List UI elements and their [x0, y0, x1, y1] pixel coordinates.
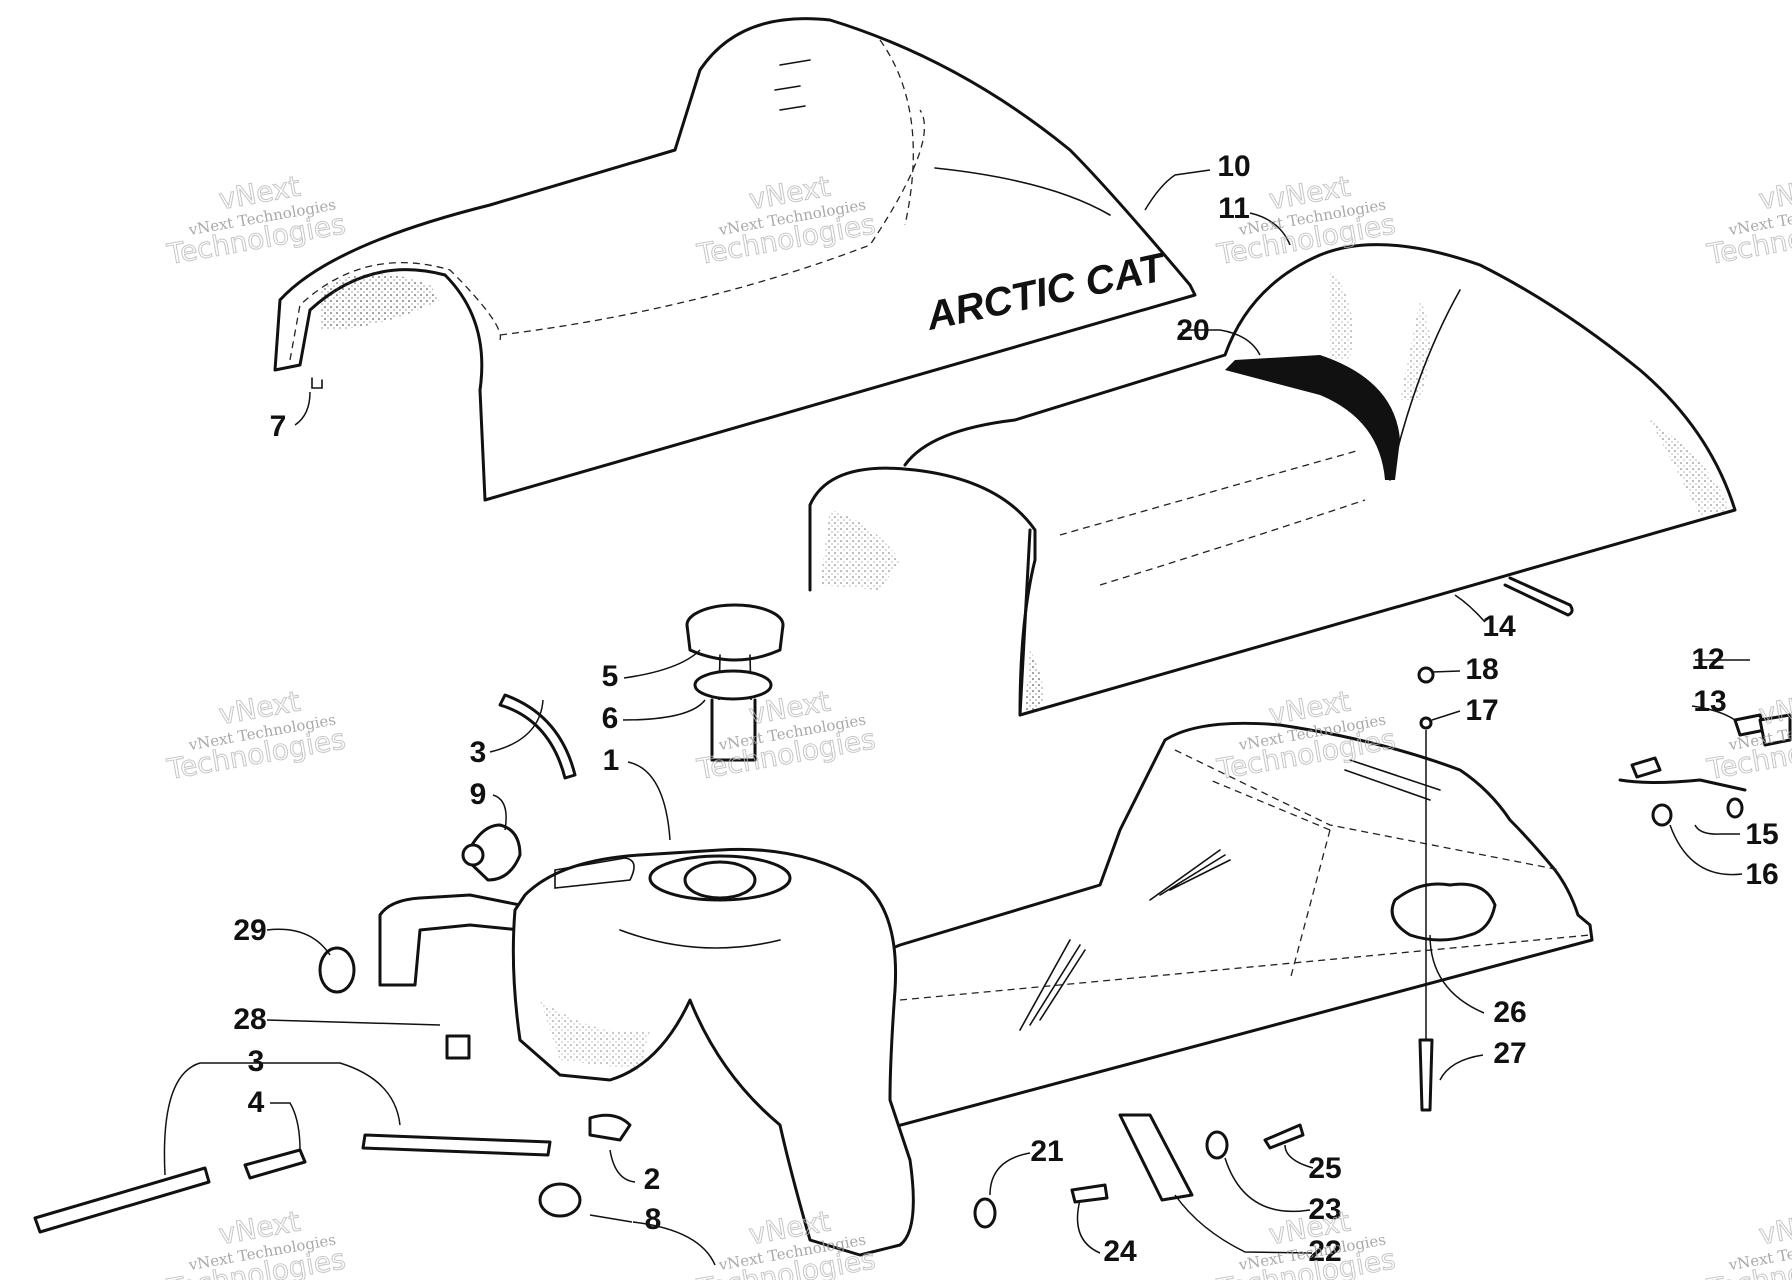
callout-29: 29 — [233, 914, 266, 947]
callout-15: 15 — [1745, 818, 1778, 851]
svg-text:vNext: vNext — [1756, 170, 1792, 217]
cap-gasket — [693, 669, 773, 701]
fuel-tank — [378, 847, 915, 1257]
leader-lines — [163, 169, 1750, 1266]
callout-7: 7 — [270, 410, 287, 443]
callout-20: 20 — [1176, 314, 1209, 347]
seat-cover: ARCTIC CAT — [273, 17, 1197, 502]
check-valve — [461, 823, 522, 882]
seat-clip — [311, 377, 323, 389]
watermark: vNext vNext Technologies Technologies — [694, 169, 879, 272]
seat-pin — [1503, 576, 1574, 617]
watermark: vNext vNext Technologies Technologies — [164, 1204, 349, 1280]
callout-12: 12 — [1691, 643, 1724, 676]
seat-base — [843, 721, 1594, 1142]
callout-28: 28 — [233, 1003, 266, 1036]
callout-23: 23 — [1308, 1193, 1341, 1226]
callout-4: 4 — [248, 1086, 265, 1119]
tank-label — [445, 1034, 471, 1060]
callout-5: 5 — [602, 660, 619, 693]
seat-foam — [808, 243, 1737, 717]
callout-1: 1 — [603, 744, 620, 777]
callout-8: 8 — [645, 1203, 662, 1236]
callout-17: 17 — [1465, 694, 1498, 727]
watermark: vNext vNext Technologies Technologies — [1214, 1204, 1399, 1280]
watermark: vNext vNext Technologies Technologies — [164, 169, 349, 272]
watermark: vNext vNext Technologies Technologies — [1704, 1204, 1792, 1280]
fuel-line — [33, 1113, 632, 1234]
callouts: 10 11 7 20 14 5 6 3 1 9 18 17 12 13 15 1… — [233, 150, 1778, 1268]
callout-9: 9 — [470, 778, 487, 811]
hose-clamp — [538, 1182, 582, 1218]
callout-13: 13 — [1693, 685, 1726, 718]
callout-27: 27 — [1493, 1037, 1526, 1070]
callout-6: 6 — [602, 702, 619, 735]
vent-hose — [498, 693, 577, 780]
hardware — [973, 666, 1792, 1229]
callout-25: 25 — [1308, 1152, 1341, 1185]
svg-text:vNext: vNext — [1756, 1205, 1792, 1252]
callout-14: 14 — [1482, 610, 1516, 643]
callout-3-upper: 3 — [470, 736, 487, 769]
callout-16: 16 — [1745, 858, 1778, 891]
callout-24: 24 — [1103, 1235, 1137, 1268]
svg-text:vNext: vNext — [1756, 685, 1792, 732]
callout-3-lower: 3 — [248, 1045, 265, 1078]
callout-21: 21 — [1030, 1135, 1063, 1168]
watermark: vNext vNext Technologies Technologies — [164, 684, 349, 787]
callout-2: 2 — [644, 1163, 661, 1196]
watermark: vNext vNext Technologies Technologies — [1704, 169, 1792, 272]
grommet — [318, 946, 356, 994]
callout-26: 26 — [1493, 996, 1526, 1029]
callout-11: 11 — [1218, 192, 1250, 225]
callout-22: 22 — [1308, 1235, 1341, 1268]
callout-10: 10 — [1217, 150, 1250, 183]
fuel-cap — [685, 603, 785, 762]
callout-18: 18 — [1465, 653, 1498, 686]
watermark: vNext vNext Technologies Technologies — [694, 1204, 879, 1280]
